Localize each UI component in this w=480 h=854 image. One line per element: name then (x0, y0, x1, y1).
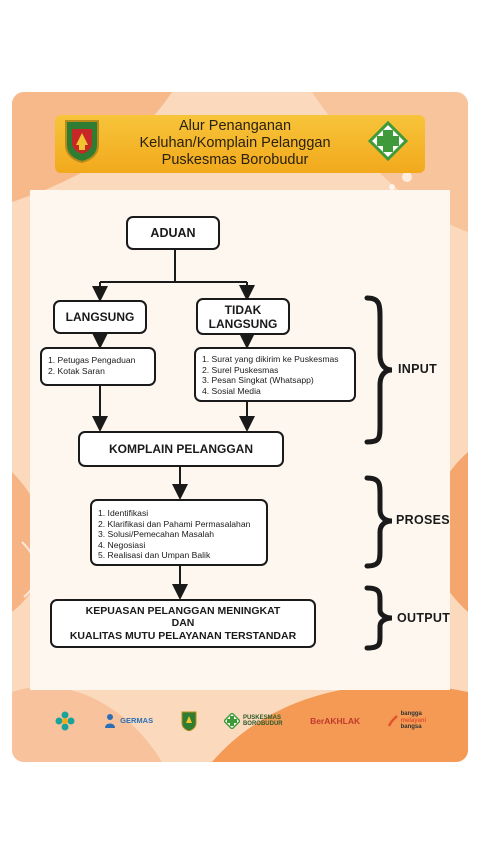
langsung-box: LANGSUNG (53, 300, 147, 334)
footer-logos: GERMAS PUSKESMAS BOROBUDUR BerAKHLAK ban… (40, 702, 440, 740)
banner-title-line1: Alur Penanganan (178, 118, 292, 134)
list-item: 2. Klarifikasi dan Pahami Permasalahan (98, 518, 251, 529)
output-box: KEPUASAN PELANGGAN MENINGKAT DAN KUALITA… (50, 599, 316, 648)
bangga-text-2: melayani (400, 717, 427, 724)
bangga-melayani-bangsa-logo: bangga melayani bangsa (387, 711, 427, 731)
list-item: 3. Pesan Singkat (Whatsapp) (202, 375, 314, 385)
germas-icon (105, 714, 116, 728)
input-brace (364, 295, 393, 445)
puskesmas-borobudur-logo: PUSKESMAS BOROBUDUR (223, 713, 283, 729)
banner-title-line3: Puskesmas Borobudur (161, 152, 309, 168)
list-item: 2. Surel Puskesmas (202, 364, 279, 375)
bangga-icon (387, 715, 398, 727)
tidak-langsung-line2: LANGSUNG (208, 316, 278, 331)
output-line1: KEPUASAN PELANGGAN MENINGKAT (85, 604, 281, 617)
puskesmas-text-2: BOROBUDUR (242, 721, 283, 727)
tidak-langsung-line1: TIDAK (224, 302, 262, 317)
puskesmas-small-icon (223, 713, 240, 729)
aduan-box: ADUAN (126, 216, 220, 250)
list-item: 1. Identifikasi (98, 508, 149, 518)
proses-list: 1. Identifikasi 2. Klarifikasi dan Paham… (98, 508, 266, 561)
germas-text: GERMAS (120, 715, 154, 725)
tidak-langsung-box: TIDAK LANGSUNG (196, 298, 290, 335)
list-item: 1. Petugas Pengaduan (48, 355, 136, 365)
list-item: 1. Surat yang dikirim ke Puskesmas (202, 354, 339, 364)
puskesmas-cross-logo (368, 121, 408, 161)
proses-list-box: 1. Identifikasi 2. Klarifikasi dan Paham… (90, 499, 268, 566)
input-label: INPUT (398, 362, 437, 376)
langsung-list: 1. Petugas Pengaduan 2. Kotak Saran (48, 355, 154, 376)
regency-crest-small-icon (181, 711, 197, 731)
title-banner (55, 115, 425, 173)
output-label: OUTPUT (397, 611, 451, 625)
output-line3: KUALITAS MUTU PELAYANAN TERSTANDAR (69, 629, 297, 642)
output-brace (364, 585, 393, 651)
list-item: 4. Negosiasi (98, 539, 146, 550)
list-item: 2. Kotak Saran (48, 365, 105, 376)
kemenkes-logo (54, 710, 76, 732)
tidak-langsung-list-box: 1. Surat yang dikirim ke Puskesmas 2. Su… (194, 347, 356, 402)
kemenkes-icon (55, 711, 75, 731)
puskesmas-text-1: PUSKESMAS (242, 714, 281, 721)
tidak-langsung-list: 1. Surat yang dikirim ke Puskesmas 2. Su… (202, 354, 354, 396)
list-item: 4. Sosial Media (202, 385, 261, 396)
proses-brace (364, 475, 393, 569)
proses-label: PROSES (396, 513, 450, 527)
berakhlak-logo: BerAKHLAK (310, 716, 361, 726)
bangga-text-3: bangsa (400, 724, 422, 731)
bangga-text-1: bangga (400, 711, 422, 718)
banner-title-line2: Keluhan/Komplain Pelanggan (139, 135, 331, 151)
list-item: 3. Solusi/Pemecahan Masalah (98, 529, 215, 539)
banner-title: Alur Penanganan Keluhan/Komplain Pelangg… (95, 118, 375, 169)
regency-crest-logo (65, 120, 99, 163)
germas-logo: GERMAS (103, 713, 153, 729)
list-item: 5. Realisasi dan Umpan Balik (98, 550, 211, 560)
output-line2: DAN (171, 617, 195, 630)
komplain-pelanggan-box: KOMPLAIN PELANGGAN (78, 431, 284, 467)
langsung-list-box: 1. Petugas Pengaduan 2. Kotak Saran (40, 347, 156, 386)
